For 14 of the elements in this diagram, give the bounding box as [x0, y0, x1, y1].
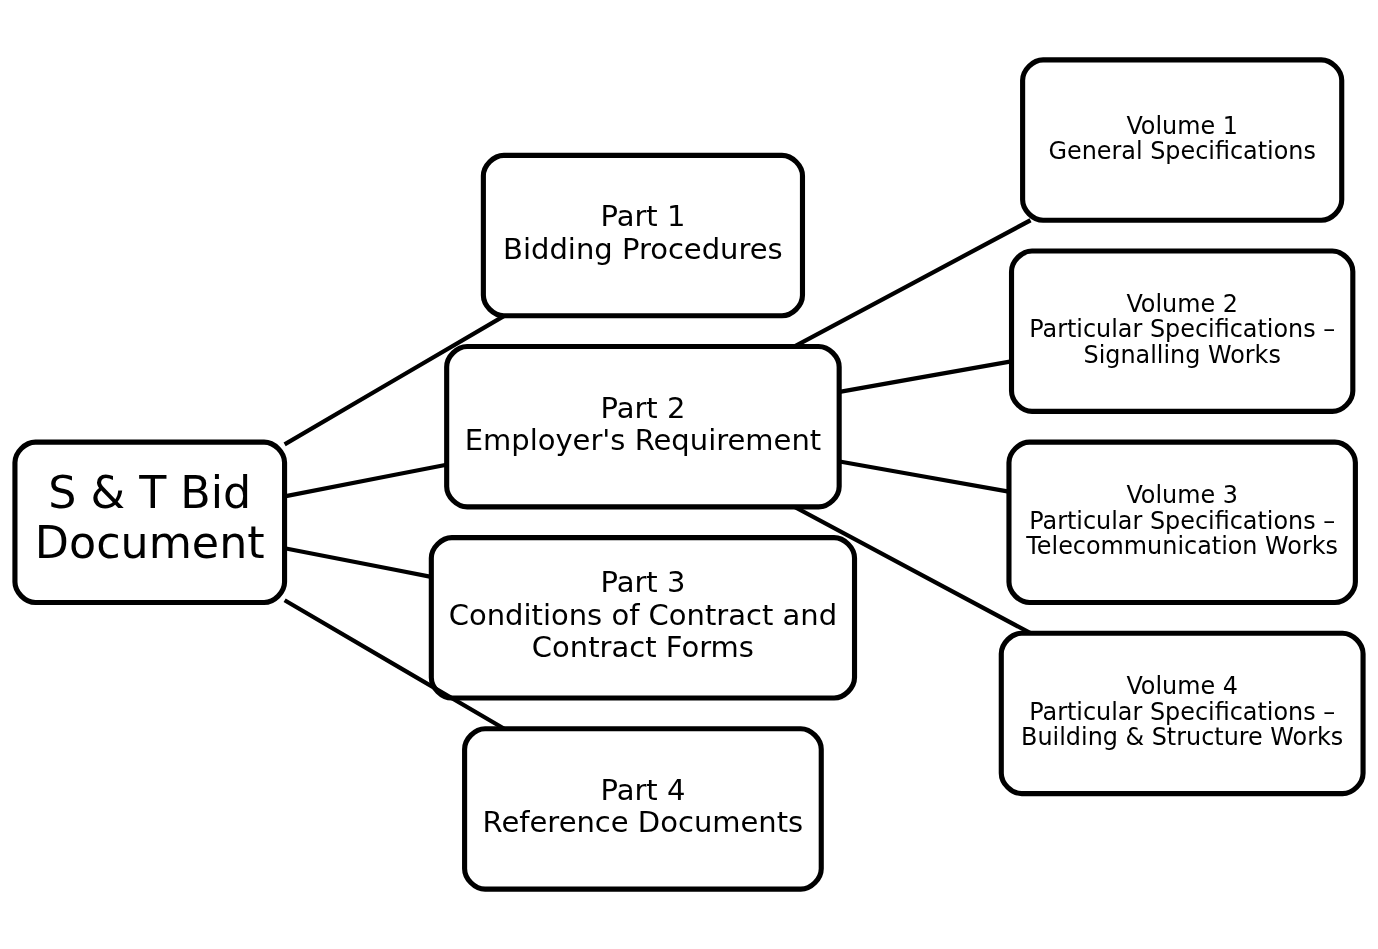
node-box: Part 2 Employer's Requirement — [444, 343, 842, 510]
node-box: Part 1 Bidding Procedures — [480, 152, 806, 319]
connector — [839, 459, 1010, 494]
node-box: Volume 1 General Specifications — [1020, 57, 1345, 223]
node-box: Volume 4 Particular Specifications – Building & Structure Works — [998, 630, 1366, 797]
connector — [283, 314, 505, 447]
connector — [284, 462, 447, 499]
connector — [839, 359, 1012, 395]
connector — [284, 546, 432, 579]
node-box: S & T Bid Document — [12, 439, 288, 606]
node-box: Volume 3 Particular Specifications – Telecommunication Works — [1006, 439, 1358, 606]
node-box: Part 4 Reference Documents — [462, 726, 824, 892]
node-box: Volume 2 Particular Specifications – Signalling Works — [1008, 248, 1356, 414]
node-box: Part 3 Conditions of Contract and Contract Forms — [428, 535, 858, 701]
